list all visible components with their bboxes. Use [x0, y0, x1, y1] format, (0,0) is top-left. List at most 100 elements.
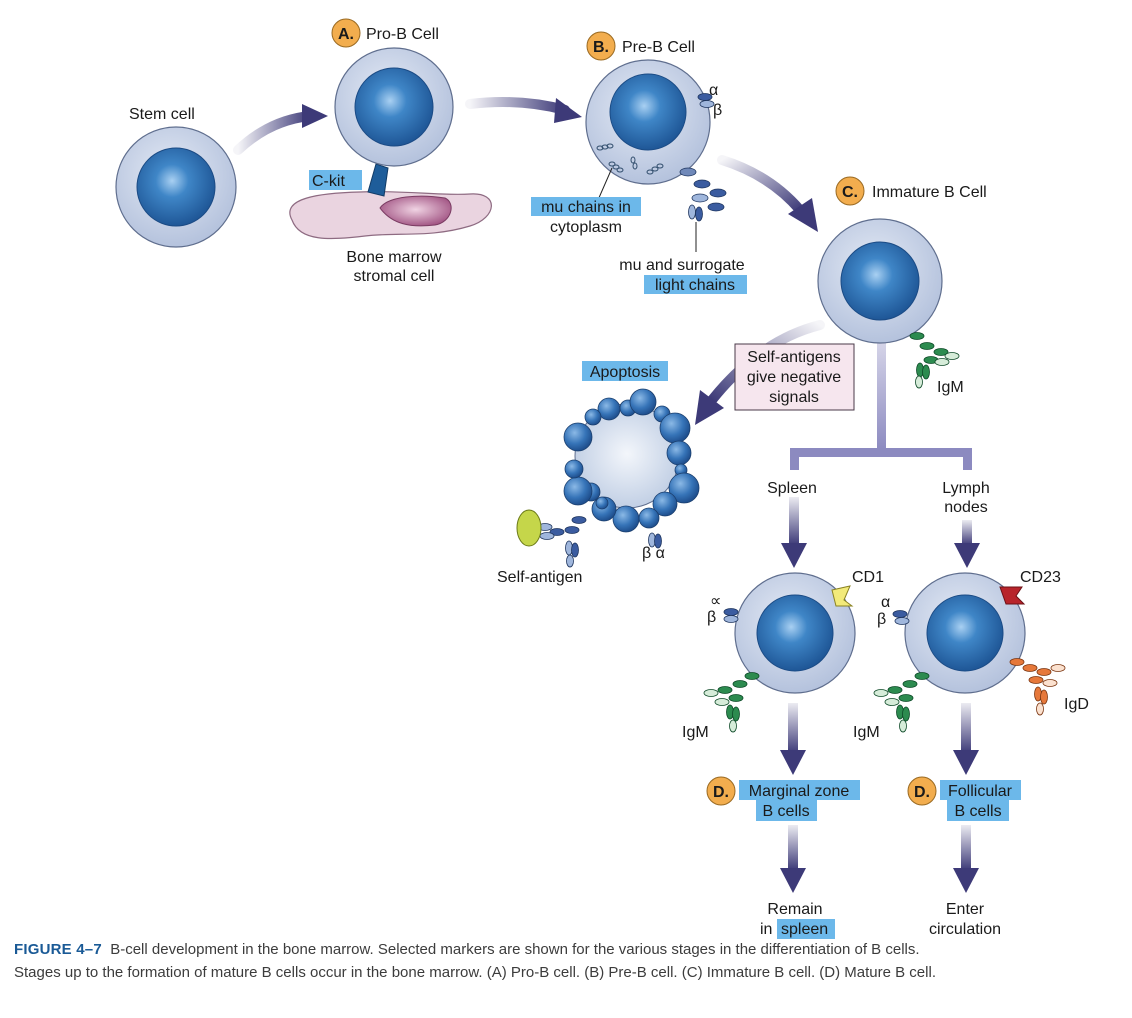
- stage-d-follicular-line2: B cells: [954, 803, 1001, 820]
- stage-d-marginal-letter: D.: [713, 784, 729, 801]
- stage-d-follicular-label: D. Follicular B cells: [907, 776, 1021, 821]
- marginal-highlight-line1: [739, 780, 860, 800]
- spleen-branch-label: Spleen: [767, 480, 817, 497]
- arrow-marginal-down: [780, 703, 806, 775]
- remain-spleen: spleen: [781, 921, 828, 938]
- pre-b-beta-label: β: [713, 102, 722, 119]
- stem-cell-label: Stem cell: [129, 106, 195, 123]
- c-kit-label: C-kit: [312, 173, 345, 190]
- follicular-igm-label: IgM: [853, 724, 880, 741]
- cd1-marker: [831, 585, 854, 607]
- marginal-highlight-line2: [756, 800, 817, 821]
- caption-text-line2: Stages up to the formation of mature B c…: [14, 964, 936, 981]
- marginal-beta-label: β: [707, 609, 716, 626]
- mu-chains-pointer: [597, 167, 613, 201]
- apoptosis-beta-alpha-label: β α: [642, 545, 665, 562]
- stage-d-follicular-line1: Follicular: [948, 783, 1013, 800]
- lymph-branch-line2: nodes: [944, 499, 988, 516]
- stage-b-letter: B.: [593, 39, 609, 56]
- stage-d-marginal-line1: Marginal zone: [749, 783, 850, 800]
- stage-b-badge: [586, 31, 616, 61]
- pre-b-cell: [585, 59, 727, 222]
- light-chains-highlight: [644, 275, 747, 294]
- stage-a-badge: [331, 18, 361, 48]
- marginal-alpha-beta-receptor: [723, 608, 739, 623]
- remain-line1: Remain: [767, 901, 822, 918]
- bone-marrow-stromal-cell: [289, 191, 492, 240]
- stage-d-marginal-line2: B cells: [762, 803, 809, 820]
- surrogate-light-chain-receptor: [679, 167, 727, 222]
- caption-text-line1: B-cell development in the bone marrow. S…: [110, 941, 920, 958]
- arrow-enter-down: [953, 825, 979, 893]
- follicular-igm-receptor: [873, 672, 930, 733]
- caption-line1: FIGURE 4–7 B-cell development in the bon…: [14, 938, 1132, 961]
- stage-b-label: B. Pre-B Cell: [586, 31, 695, 61]
- marginal-igm-receptor: [703, 672, 760, 733]
- self-antigens-line2: give negative: [747, 369, 841, 386]
- surrogate-line1: mu and surrogate: [619, 257, 745, 274]
- follicular-beta-label: β: [877, 611, 886, 628]
- surrogate-line2: light chains: [655, 277, 735, 294]
- c-kit-receptor: [367, 163, 389, 197]
- lymph-branch-line1: Lymph: [942, 480, 989, 497]
- stage-d-follicular-letter: D.: [914, 784, 930, 801]
- branch-connector: [790, 340, 972, 470]
- self-antigens-line1: Self-antigens: [747, 349, 840, 366]
- stage-c-letter: C.: [842, 184, 858, 201]
- follicular-highlight-line2: [947, 800, 1009, 821]
- stage-a-name: Pro-B Cell: [366, 26, 439, 43]
- arrow-spleen-down: [781, 497, 807, 568]
- arrow-preb-to-immature: [717, 155, 818, 232]
- pre-b-alpha-beta-receptor: [697, 93, 715, 108]
- mu-chains-line2: cytoplasm: [550, 219, 622, 236]
- self-antigens-signal-box: Self-antigens give negative signals: [734, 343, 855, 411]
- stage-a-letter: A.: [338, 26, 354, 43]
- stage-c-name: Immature B Cell: [872, 184, 987, 201]
- stage-c-badge: [835, 176, 865, 206]
- stage-c-label: C. Immature B Cell: [835, 176, 987, 206]
- self-antigen-label: Self-antigen: [497, 569, 582, 586]
- figure-id: FIGURE 4–7: [14, 941, 102, 958]
- apoptosis-highlight: [582, 361, 668, 381]
- stage-d-marginal-label: D. Marginal zone B cells: [706, 776, 860, 821]
- mu-chains-highlight: [531, 197, 641, 216]
- follicular-b-cell: [873, 572, 1066, 733]
- immature-igm-label: IgM: [937, 379, 964, 396]
- apoptosis-label: Apoptosis: [590, 364, 660, 381]
- mu-chains-line1: mu chains in: [541, 199, 631, 216]
- stromal-label-line1: Bone marrow: [346, 249, 442, 266]
- arrow-lymph-down: [954, 520, 980, 568]
- arrow-stem-to-prob: [233, 104, 328, 155]
- remain-spleen-highlight: [777, 919, 835, 939]
- pro-b-cell: [334, 47, 454, 167]
- stage-a-label: A. Pro-B Cell: [331, 18, 439, 48]
- cd1-label: CD1: [852, 569, 884, 586]
- immature-igm-receptor: [909, 332, 960, 389]
- apoptotic-receptors: [537, 516, 662, 568]
- follicular-alpha-beta-receptor: [892, 610, 910, 625]
- arrow-follicular-down: [953, 703, 979, 775]
- enter-line1: Enter: [946, 901, 985, 918]
- self-antigen-molecule: [516, 509, 542, 547]
- immature-b-cell: [817, 218, 960, 389]
- remain-in: in: [760, 921, 772, 938]
- cytoplasmic-mu-chains: [596, 143, 664, 175]
- follicular-igd-receptor: [1009, 658, 1066, 716]
- apoptotic-cell: [516, 388, 700, 568]
- figure-caption: FIGURE 4–7 B-cell development in the bon…: [14, 938, 1132, 1008]
- arrow-remain-down: [780, 825, 806, 893]
- marginal-zone-b-cell: [703, 572, 856, 733]
- enter-line2: circulation: [929, 921, 1001, 938]
- arrow-prob-to-preb: [465, 97, 582, 123]
- pre-b-alpha-label: α: [709, 82, 718, 99]
- stage-d-marginal-badge: [706, 776, 736, 806]
- cd23-label: CD23: [1020, 569, 1061, 586]
- cd23-marker: [999, 586, 1026, 605]
- stromal-label-line2: stromal cell: [354, 268, 435, 285]
- stem-cell: [115, 126, 237, 248]
- follicular-alpha-label: α: [881, 594, 890, 611]
- marginal-igm-label: IgM: [682, 724, 709, 741]
- follicular-highlight-line1: [940, 780, 1021, 800]
- apoptotic-blebs: [563, 388, 700, 533]
